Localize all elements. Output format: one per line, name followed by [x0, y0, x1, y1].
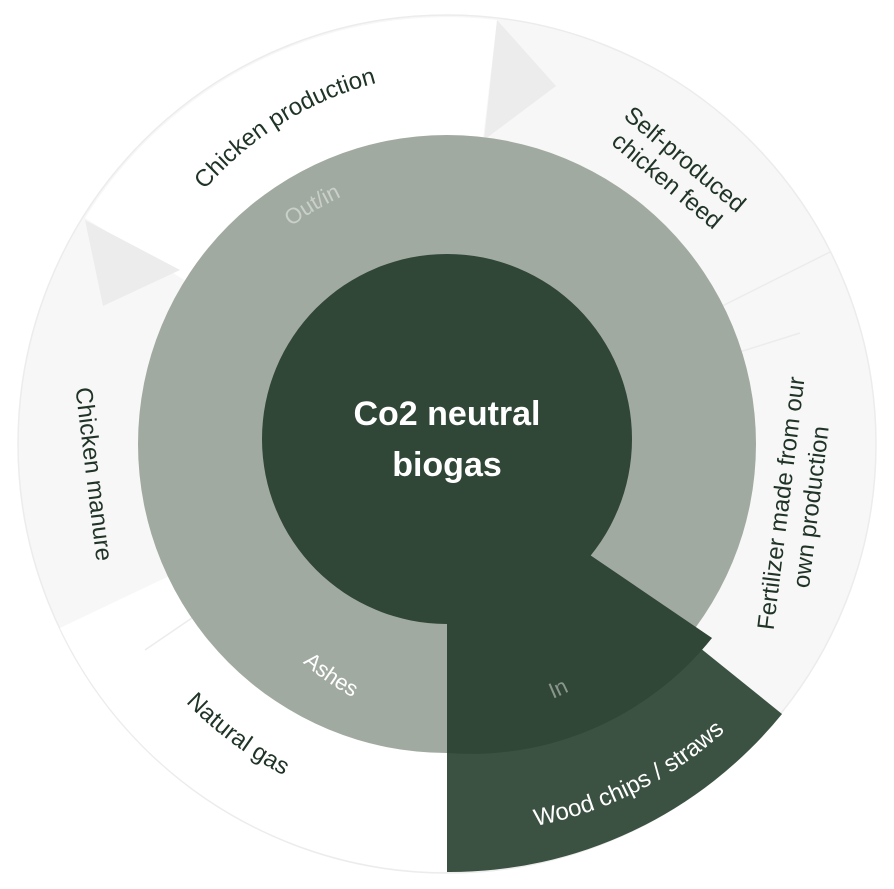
arrow-head-left [85, 220, 180, 306]
center-title-line1: Co2 neutral [353, 395, 540, 433]
arrow-head-top [484, 20, 556, 140]
center-title-line2: biogas [392, 446, 502, 484]
core-wedge [447, 439, 712, 754]
